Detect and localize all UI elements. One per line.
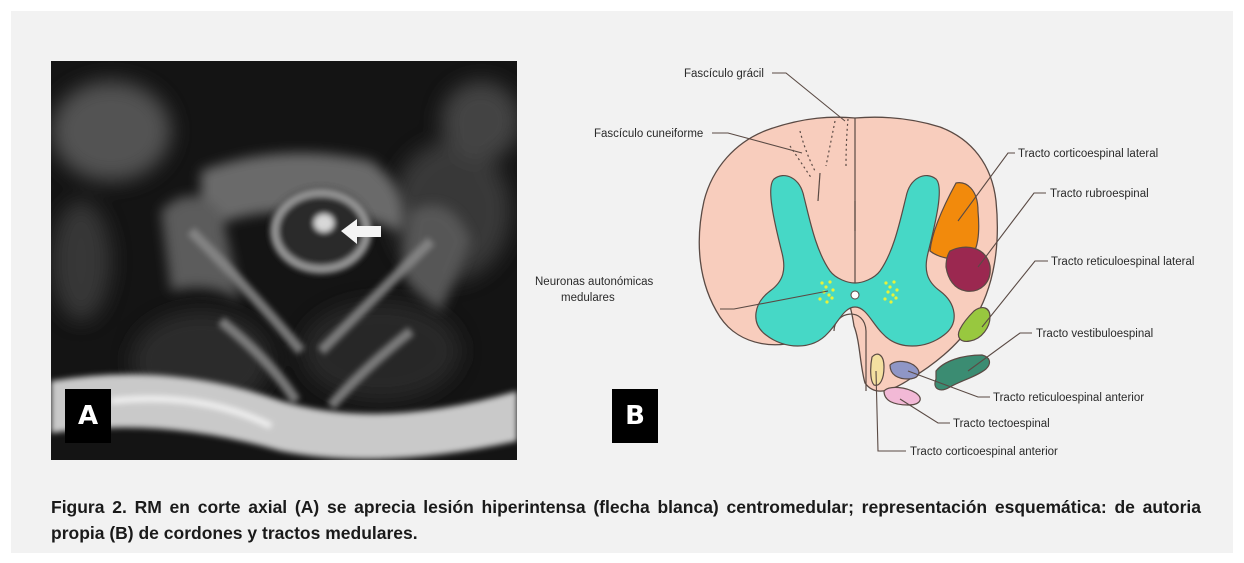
label-tracto-reticuloespinal-lateral: Tracto reticuloespinal lateral — [1051, 256, 1194, 268]
figure-caption: Figura 2. RM en corte axial (A) se aprec… — [51, 494, 1201, 546]
label-fasciculo-gracil: Fascículo grácil — [684, 68, 764, 80]
tracto-corticoespinal-anterior-shape — [871, 354, 884, 385]
label-tracto-corticoespinal-lateral: Tracto corticoespinal lateral — [1018, 148, 1158, 160]
label-tracto-tectoespinal: Tracto tectoespinal — [953, 418, 1050, 430]
mri-axial-image — [51, 61, 517, 460]
label-tracto-corticoespinal-anterior: Tracto corticoespinal anterior — [910, 446, 1058, 458]
label-fasciculo-cuneiforme: Fascículo cuneiforme — [594, 128, 703, 140]
label-neuronas-line2: medulares — [561, 292, 615, 304]
label-tracto-rubroespinal: Tracto rubroespinal — [1050, 188, 1149, 200]
tracto-tectoespinal-shape — [884, 387, 920, 405]
panel-b-label: B — [612, 389, 658, 443]
label-tracto-vestibuloespinal: Tracto vestibuloespinal — [1036, 328, 1153, 340]
label-tracto-reticuloespinal-anterior: Tracto reticuloespinal anterior — [993, 392, 1144, 404]
label-neuronas-line1: Neuronas autonómicas — [535, 276, 654, 288]
panel-a-label: A — [65, 389, 111, 443]
